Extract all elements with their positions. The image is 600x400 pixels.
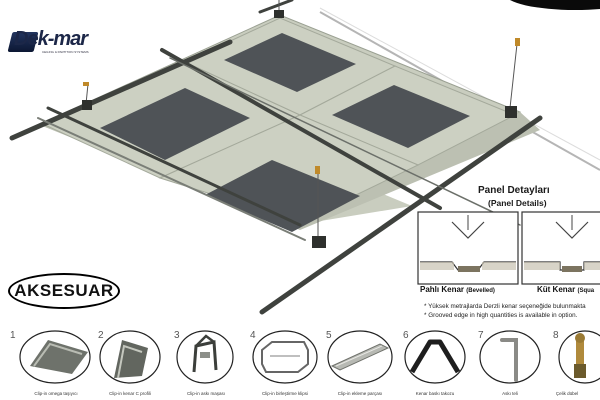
accessory-label: Clip-in ekleme parçası: [337, 391, 383, 396]
brand-logo: Dek-mar CEILING & PARTITION SYSTEMS: [6, 26, 110, 56]
accessory-label: Clip-in askı maşası: [186, 391, 225, 396]
accessory-number: 7: [478, 330, 484, 341]
omega-carrier-icon: [30, 340, 88, 374]
bevelled-edge-english: (Bevelled): [466, 288, 495, 294]
bevelled-detail: [417, 211, 519, 285]
accessory-number: 8: [553, 330, 559, 341]
grooved-note-en: * Grooved edge in high quantities is ava…: [424, 312, 578, 319]
hanger-wire-icon: [500, 338, 518, 382]
joining-clip-icon: [261, 341, 309, 373]
bevelled-edge-label: Pahlı Kenar: [420, 285, 465, 294]
hanger-clips: [82, 10, 517, 248]
panel-details-title: Panel Detayları: [478, 185, 550, 196]
perforation-2: [224, 33, 356, 92]
c-profile-icon: [114, 340, 148, 379]
accessory-label: Clip-in birleştirme klipsi: [261, 391, 308, 396]
panel-details-subtitle: (Panel Details): [488, 198, 547, 208]
steel-anchor-icon: [574, 333, 586, 378]
square-edge-label: Küt Kenar: [537, 285, 576, 294]
accessories-badge: AKSESUAR: [8, 273, 120, 309]
square-edge-caption: Küt Kenar (Squa: [537, 285, 594, 294]
square-detail: [521, 211, 600, 285]
logo-tagline: CEILING & PARTITION SYSTEMS: [42, 50, 89, 54]
ceiling-grid: [9, 0, 543, 315]
perforation-4: [205, 160, 360, 232]
accessory-label: Clip-in omega taşıyıcı: [34, 391, 78, 396]
logo-text: Dek-mar: [14, 28, 88, 50]
splice-piece-icon: [330, 343, 390, 371]
edge-wedge-icon: [409, 339, 461, 374]
square-edge-english: (Squa: [577, 288, 595, 294]
accessory-label: Clip-in kenar C profili: [109, 391, 151, 396]
hanger-clip-icon: [192, 334, 218, 373]
perforation-3: [332, 85, 470, 148]
accessory-number: 4: [250, 330, 256, 341]
grooved-note-tr: * Yüksek metrajlarda Derzli kenar seçene…: [424, 303, 586, 310]
corner-arc: [510, 0, 600, 10]
accessory-label: Kenar baskı takozu: [415, 391, 455, 396]
perforation-1: [100, 88, 250, 160]
accessory-number: 1: [10, 330, 16, 341]
accessory-label: Çelik dübel: [555, 391, 579, 396]
accessory-number: 3: [174, 330, 180, 341]
accessory-number: 5: [326, 330, 332, 341]
accessory-number: 2: [98, 330, 104, 341]
accessory-number: 6: [403, 330, 409, 341]
accessory-circle-7: [479, 330, 541, 384]
accessories-badge-label: AKSESUAR: [14, 281, 114, 300]
carrier-rails: [9, 0, 543, 315]
bevelled-edge-caption: Pahlı Kenar (Bevelled): [420, 285, 495, 294]
hanger-springs: [83, 38, 520, 174]
accessory-label: Askı teli: [502, 391, 518, 396]
accessory-circle-6: [404, 330, 466, 384]
